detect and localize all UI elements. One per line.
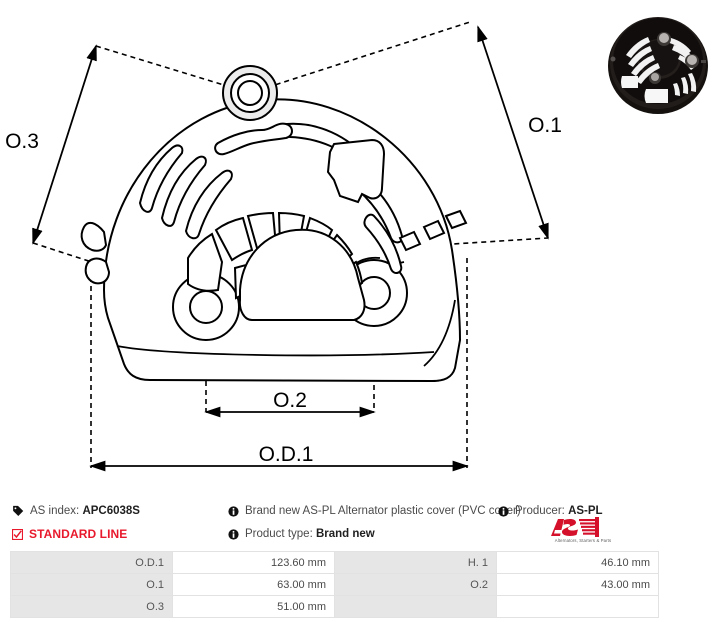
- square-vent-holes: [398, 209, 468, 252]
- dimension-line-o3: [32, 44, 97, 245]
- spec-value: 63.00 mm: [172, 573, 335, 596]
- product-type-label: Product type:: [245, 528, 313, 540]
- as-index-row: AS index: APC6038S: [12, 500, 140, 522]
- checkbox-checked-icon: [12, 528, 23, 540]
- as-index-label: AS index:: [30, 505, 80, 517]
- product-type-row: Product type: Brand new: [228, 523, 375, 545]
- product-info-bar: AS index: APC6038S STANDARD LINE Brand n…: [0, 494, 722, 548]
- alternator-cover-drawing: O.3 O.1 O.2 O.D.1: [5, 21, 562, 472]
- info-icon: [228, 505, 239, 517]
- table-row: O.3 51.00 mm: [10, 595, 659, 618]
- spec-label: O.3: [10, 595, 173, 618]
- specification-table: O.D.1 123.60 mm H. 1 46.10 mm O.1 63.00 …: [10, 551, 659, 618]
- dimension-line-o1: [477, 25, 549, 240]
- dimension-label-od1: O.D.1: [259, 443, 314, 466]
- info-icon: [498, 505, 509, 517]
- dimension-label-o2: O.2: [273, 389, 307, 412]
- spec-label: O.1: [10, 573, 173, 596]
- info-icon: [228, 528, 239, 540]
- technical-drawing-area: O.3 O.1 O.2 O.D.1: [5, 11, 715, 472]
- producer-value: AS-PL: [568, 505, 603, 517]
- table-row: O.1 63.00 mm O.2 43.00 mm: [10, 573, 659, 596]
- vent-slots-arc-left: [138, 144, 233, 240]
- vent-slot-top-center: [214, 122, 293, 156]
- aspl-logo-mark: [551, 517, 599, 537]
- cover-photo-shape: [608, 17, 708, 114]
- spec-label: O.D.1: [10, 551, 173, 574]
- product-type-value: Brand new: [315, 528, 375, 540]
- top-mounting-boss: [222, 65, 278, 121]
- construction-line-top-right: [249, 21, 471, 94]
- rim-contour-right: [423, 299, 456, 367]
- product-photo-thumbnail: [601, 11, 715, 123]
- spec-value-empty: [496, 595, 659, 618]
- spec-value: 51.00 mm: [172, 595, 335, 618]
- central-opening: [238, 228, 366, 321]
- dimension-label-o1: O.1: [528, 114, 562, 137]
- polygon-opening: [326, 138, 386, 204]
- description-row: Brand new AS-PL Alternator plastic cover…: [228, 500, 521, 522]
- construction-line-lower-left: [32, 242, 105, 267]
- logo-stripes: [579, 519, 598, 535]
- dimension-o1: O.1: [477, 25, 562, 240]
- spec-value: 123.60 mm: [172, 551, 335, 574]
- producer-row: Producer: AS-PL: [498, 500, 603, 522]
- table-row: O.D.1 123.60 mm H. 1 46.10 mm: [10, 551, 659, 574]
- dimension-o2: O.2: [204, 389, 376, 418]
- standard-line-label: STANDARD LINE: [29, 527, 128, 541]
- left-upper-tab: [80, 221, 108, 252]
- dimension-o3: O.3: [5, 44, 97, 245]
- spec-label-empty: [334, 595, 497, 618]
- spec-value: 43.00 mm: [496, 573, 659, 596]
- producer-label: Producer:: [515, 505, 565, 517]
- aspl-logo: [551, 517, 599, 537]
- aspl-logo-tagline: Alternators, Starters & Parts: [554, 538, 612, 543]
- dimension-label-o3: O.3: [5, 130, 39, 153]
- dimension-od1: O.D.1: [89, 443, 469, 472]
- as-index-value: APC6038S: [82, 505, 140, 517]
- tag-icon: [12, 505, 24, 517]
- spec-label: H. 1: [334, 551, 497, 574]
- spec-value: 46.10 mm: [496, 551, 659, 574]
- left-lower-tab: [84, 257, 111, 285]
- standard-line-row: STANDARD LINE: [12, 523, 127, 545]
- spec-label: O.2: [334, 573, 497, 596]
- description-text: Brand new AS-PL Alternator plastic cover…: [245, 505, 521, 517]
- rim-contour-bottom: [116, 345, 435, 357]
- specification-table-body: O.D.1 123.60 mm H. 1 46.10 mm O.1 63.00 …: [10, 551, 659, 618]
